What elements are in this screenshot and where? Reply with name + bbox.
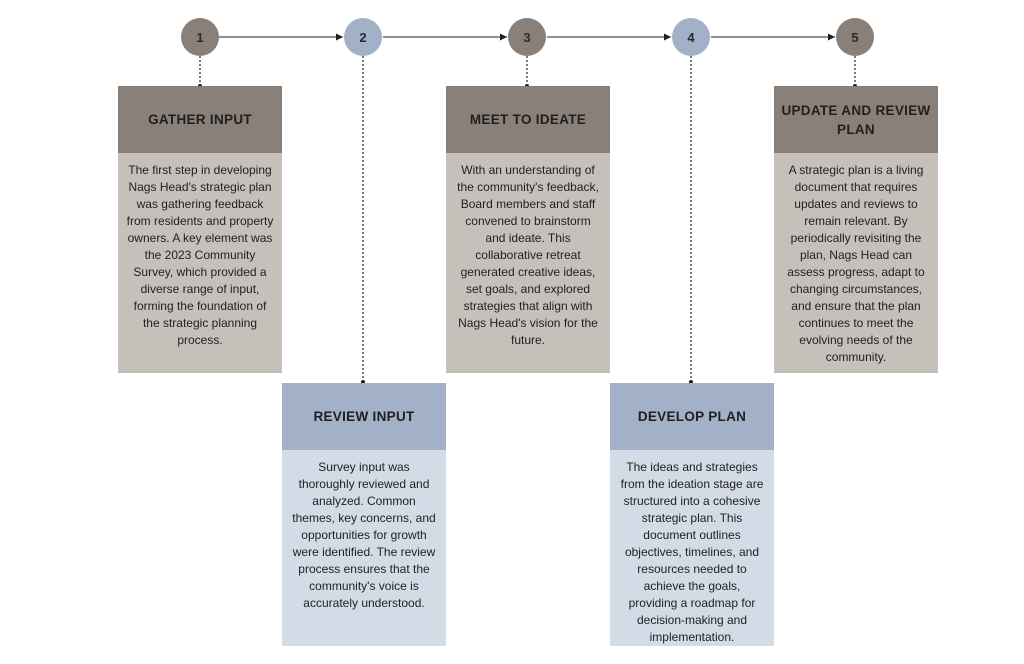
step-5-title: UPDATE AND REVIEW PLAN	[781, 102, 931, 137]
step-4-header: DEVELOP PLAN	[610, 383, 774, 450]
step-3-number: 3	[523, 29, 531, 45]
step-2-description: Survey input was thoroughly reviewed and…	[282, 450, 446, 646]
step-3-circle: 3	[508, 18, 546, 56]
step-5-description: A strategic plan is a living document th…	[774, 153, 938, 373]
step-1-circle: 1	[181, 18, 219, 56]
step-2-title: REVIEW INPUT	[313, 409, 415, 424]
step-1-description: The first step in developing Nags Head's…	[118, 153, 282, 373]
step-2-header: REVIEW INPUT	[282, 383, 446, 450]
step-1-header: GATHER INPUT	[118, 86, 282, 153]
step-4-number: 4	[687, 29, 695, 45]
step-5-circle: 5	[836, 18, 874, 56]
step-1-title: GATHER INPUT	[148, 112, 252, 127]
step-3-header: MEET TO IDEATE	[446, 86, 610, 153]
step-4-title: DEVELOP PLAN	[637, 409, 747, 424]
step-2-number: 2	[359, 29, 367, 45]
step-5-number: 5	[851, 29, 859, 45]
step-4-circle: 4	[672, 18, 710, 56]
step-5-header: UPDATE AND REVIEW PLAN	[774, 86, 938, 153]
step-3-title: MEET TO IDEATE	[469, 112, 587, 127]
step-4-description: The ideas and strategies from the ideati…	[610, 450, 774, 646]
step-1-number: 1	[196, 29, 204, 45]
step-2-circle: 2	[344, 18, 382, 56]
step-3-description: With an understanding of the community's…	[446, 153, 610, 373]
